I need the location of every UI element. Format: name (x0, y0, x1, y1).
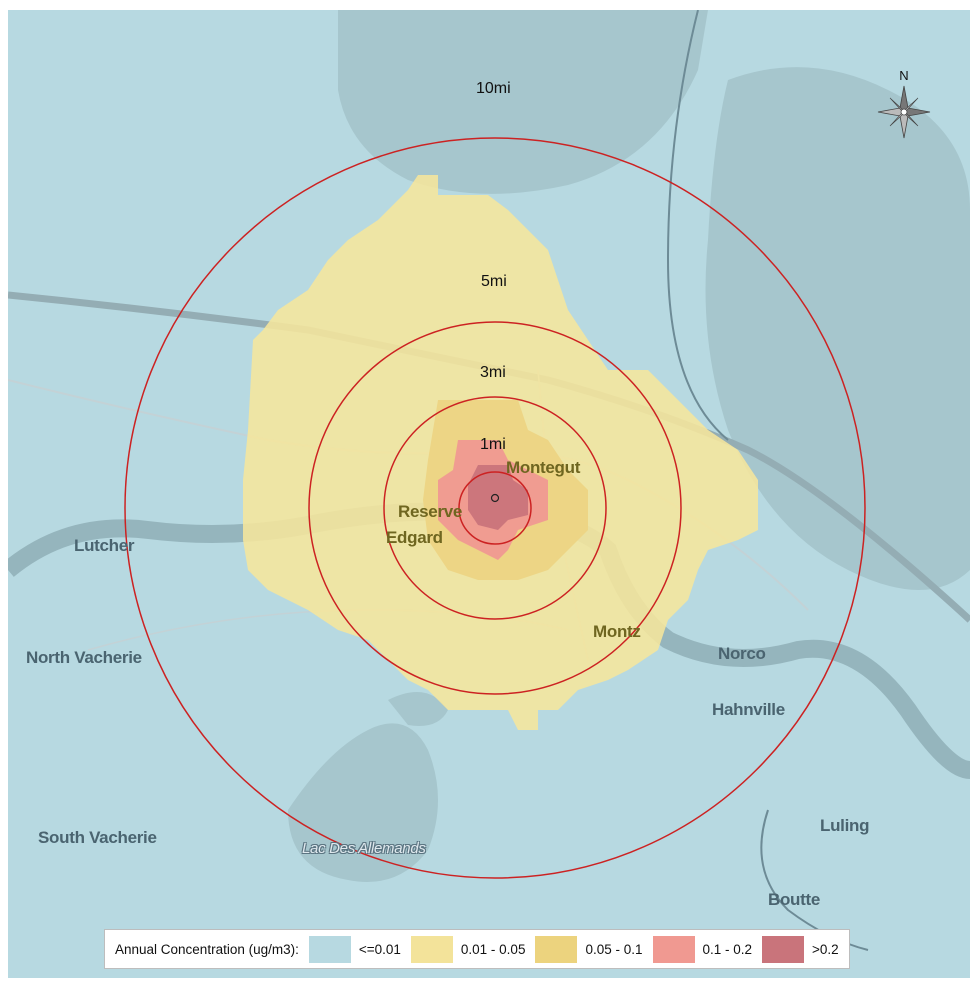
legend-item: 0.01 - 0.05 (410, 935, 526, 963)
place-lutcher: Lutcher (74, 536, 135, 555)
compass-rose-icon (877, 85, 931, 139)
legend-label: 0.1 - 0.2 (702, 941, 753, 957)
legend-swatch (652, 935, 695, 963)
legend-label: 0.05 - 0.1 (585, 941, 643, 957)
ring-label-1mi: 1mi (480, 436, 506, 453)
place-luling: Luling (820, 816, 870, 835)
place-hahnville: Hahnville (712, 700, 785, 719)
ring-label-5mi: 5mi (481, 273, 507, 290)
range-rings (124, 137, 866, 879)
legend-title: Annual Concentration (ug/m3): (115, 941, 299, 957)
ring-label-10mi: 10mi (476, 80, 511, 97)
place-montegut: Montegut (506, 458, 581, 477)
lac-des-allemands-water (288, 723, 438, 882)
legend-item: <=0.01 (308, 935, 401, 963)
legend-swatch (535, 935, 578, 963)
place-lac-des-allemands: Lac Des Allemands (302, 840, 426, 857)
place-boutte: Boutte (768, 890, 821, 909)
ring-5mi (308, 321, 682, 695)
legend-swatch (308, 935, 351, 963)
legend-label: 0.01 - 0.05 (460, 941, 526, 957)
legend-swatch (410, 935, 453, 963)
source-point (490, 493, 500, 503)
legend-item: 0.05 - 0.1 (535, 935, 643, 963)
place-montz: Montz (593, 622, 641, 641)
marsh-patch (388, 692, 448, 726)
place-norco: Norco (718, 644, 766, 663)
legend-item: >0.2 (762, 935, 839, 963)
legend-label: >0.2 (812, 941, 839, 957)
lake-pontchartrain-west (338, 10, 708, 194)
place-edgard: Edgard (386, 528, 443, 547)
place-reserve: Reserve (398, 502, 463, 521)
north-arrow: N (872, 68, 936, 148)
legend-swatch (762, 935, 805, 963)
legend-item: 0.1 - 0.2 (652, 935, 753, 963)
map-svg (8, 10, 970, 978)
highway-road-2 (666, 10, 729, 441)
legend: Annual Concentration (ug/m3): <=0.01 0.0… (104, 929, 850, 969)
ring-1mi (458, 471, 532, 545)
legend-label: <=0.01 (358, 941, 401, 957)
map-canvas[interactable]: 10mi 5mi 3mi 1mi Montegut Reserve Edgard… (8, 10, 970, 978)
place-south-vacherie: South Vacherie (38, 828, 157, 847)
ring-label-3mi: 3mi (480, 364, 506, 381)
place-north-vacherie: North Vacherie (26, 648, 142, 667)
ring-3mi (383, 396, 607, 620)
ring-10mi (124, 137, 866, 879)
north-label: N (899, 68, 909, 83)
